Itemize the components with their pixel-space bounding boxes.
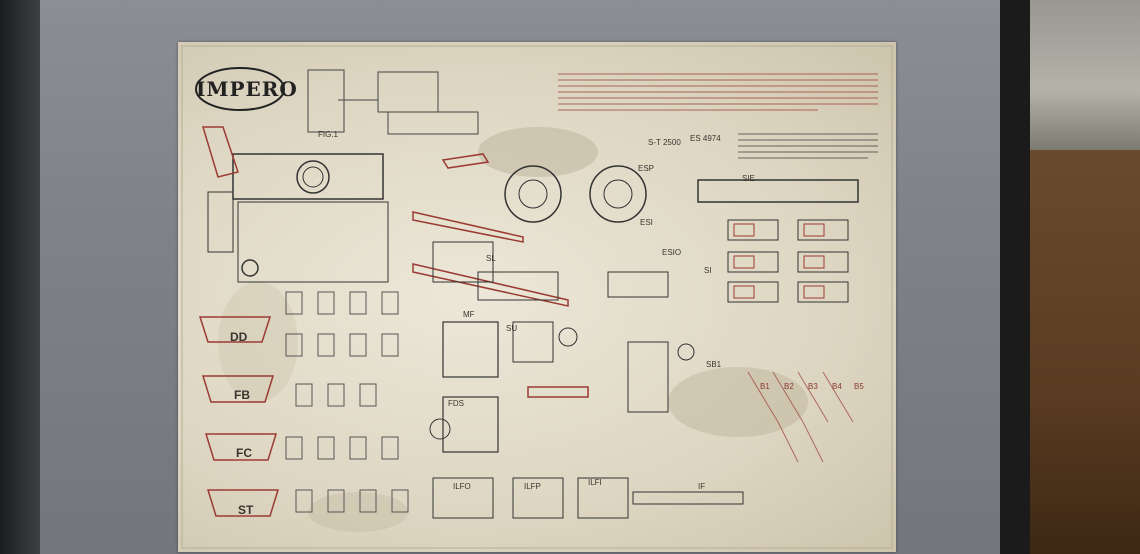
- tool-b4: B4: [832, 382, 842, 391]
- tool-holder-poster: IMPERO FIG.1 S-T 2500 ES 4974 ESP ESI ES…: [178, 42, 896, 552]
- tool-b3: B3: [808, 382, 818, 391]
- label-esio: ESIO: [662, 248, 682, 257]
- label-ilfo: ILFO: [453, 482, 471, 491]
- standard-code-2: ES 4974: [690, 134, 721, 143]
- left-frame: [0, 0, 42, 554]
- label-mf: MF: [463, 310, 475, 319]
- label-ilfi: ILFI: [588, 478, 602, 487]
- label-su: SU: [506, 324, 518, 333]
- label-sie: SIE: [742, 174, 755, 183]
- label-if: IF: [698, 482, 706, 491]
- label-ilfp: ILFP: [524, 482, 541, 491]
- label-sl: SL: [486, 254, 496, 263]
- holder-dd: DD: [230, 330, 248, 344]
- wooden-cabinet: [1030, 150, 1140, 554]
- tool-b5: B5: [854, 382, 864, 391]
- background-shelf: [1030, 0, 1140, 150]
- label-esp: ESP: [638, 164, 655, 173]
- label-esi: ESI: [640, 218, 653, 227]
- tool-b1: B1: [760, 382, 770, 391]
- tool-b2: B2: [784, 382, 794, 391]
- standard-code-1: S-T 2500: [648, 138, 681, 147]
- label-sb1: SB1: [706, 360, 722, 369]
- impero-logo: IMPERO: [196, 68, 298, 110]
- holder-fc: FC: [236, 446, 252, 460]
- figure-label: FIG.1: [318, 130, 339, 139]
- label-fds: FDS: [448, 399, 464, 408]
- right-frame: [1000, 0, 1030, 554]
- holder-st: ST: [238, 503, 254, 517]
- holder-fb: FB: [234, 388, 250, 402]
- logo-text: IMPERO: [196, 77, 298, 101]
- label-si: SI: [704, 266, 712, 275]
- poster-drawings: [181, 45, 893, 549]
